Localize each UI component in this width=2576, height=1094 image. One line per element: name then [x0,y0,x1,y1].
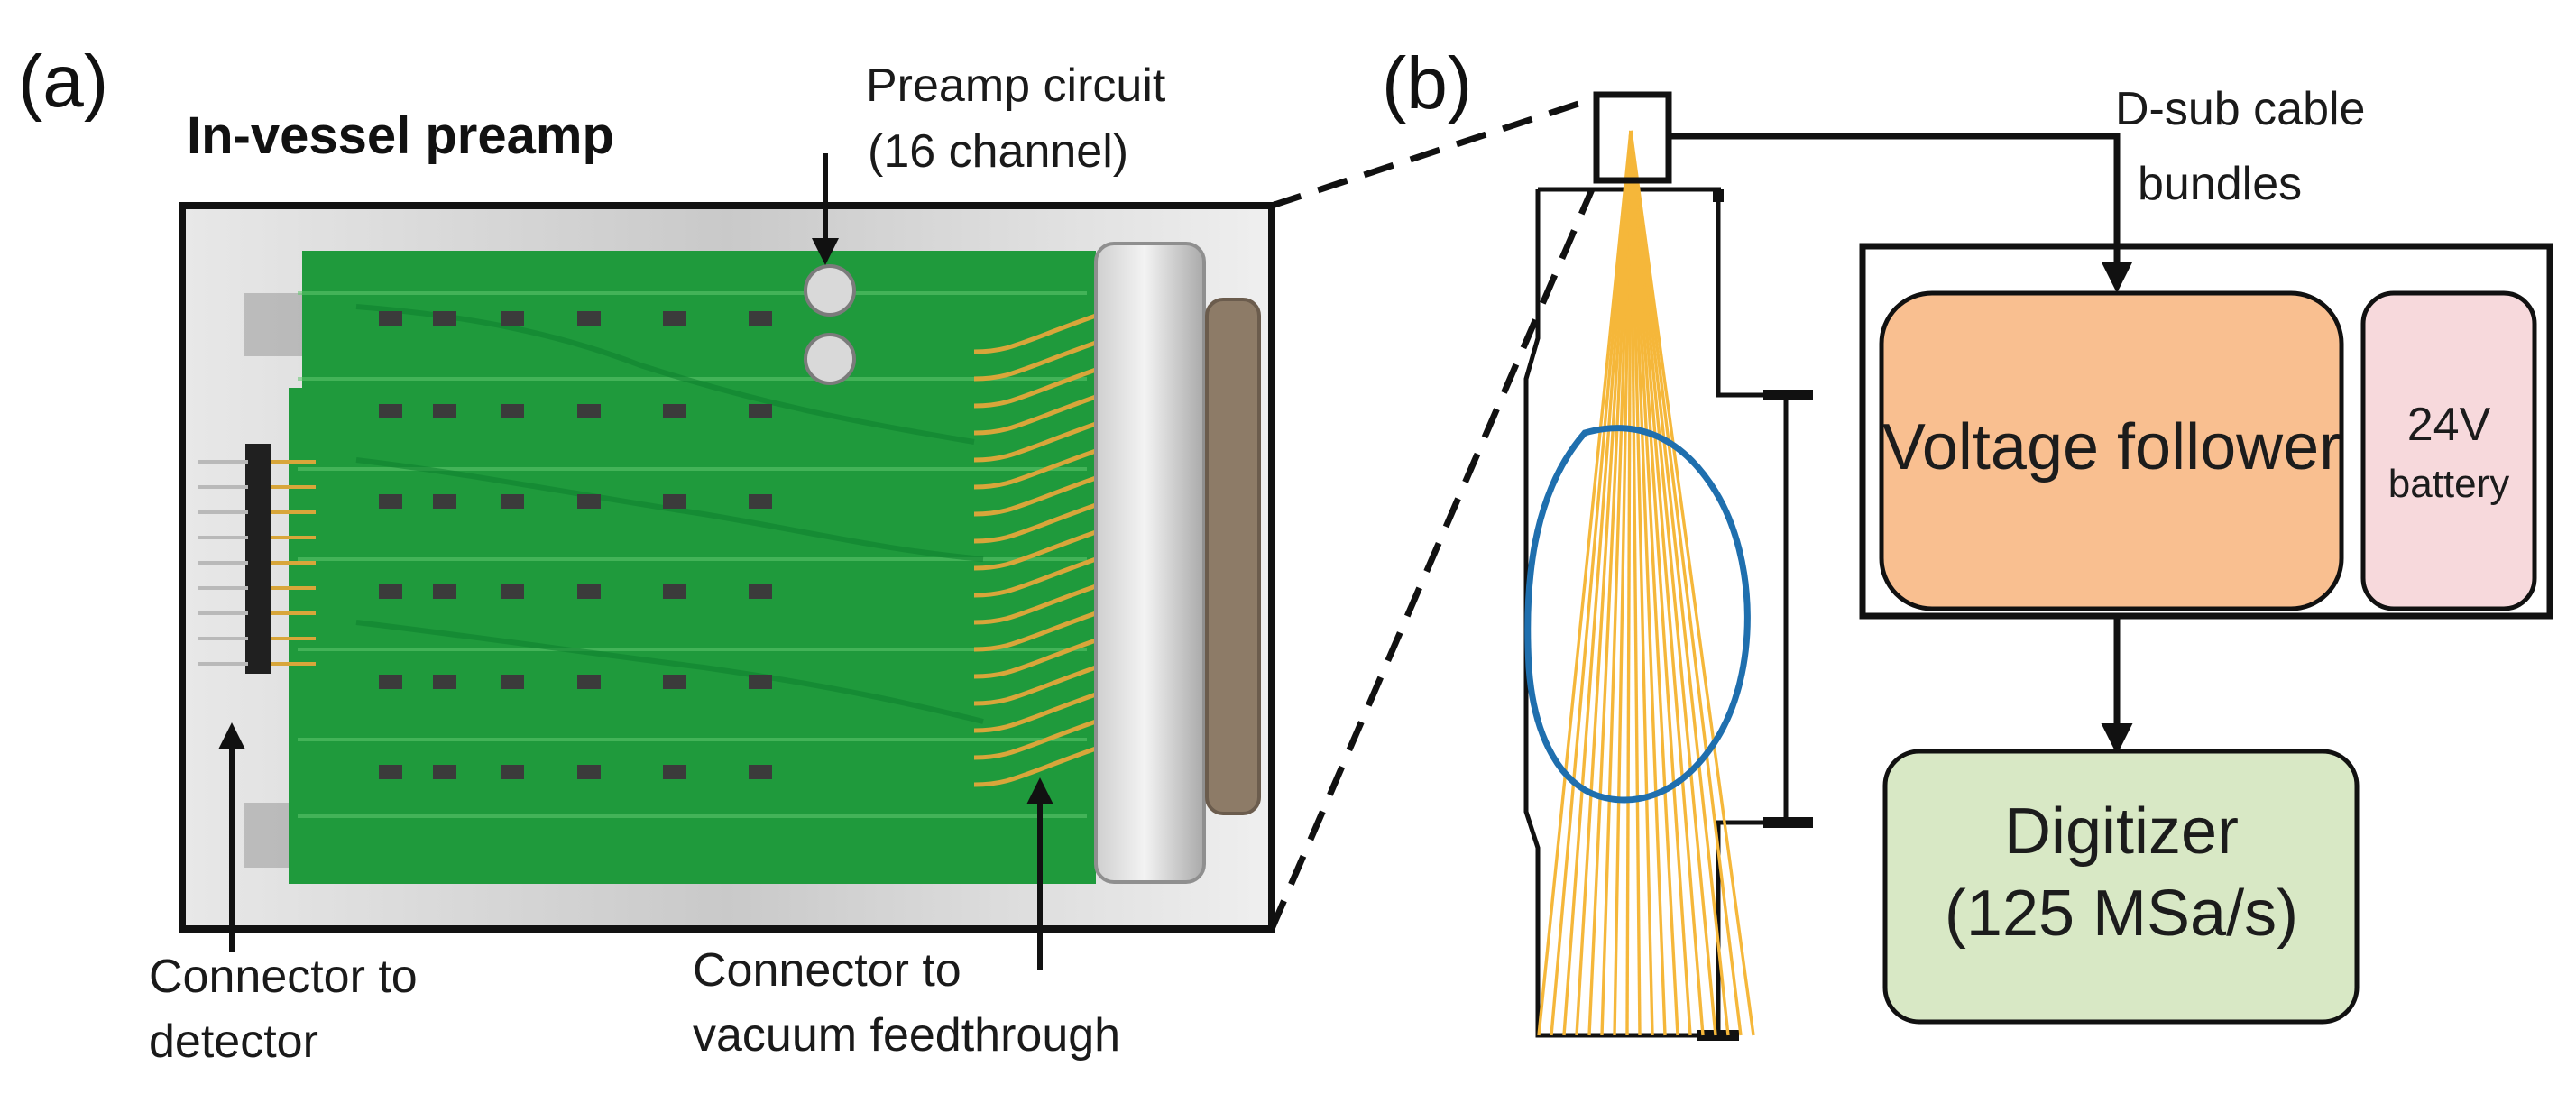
panel-b-label: (b) [1382,42,1472,124]
voltage-follower-enclosure [1859,243,2553,620]
preamp-label-line2: (16 channel) [868,125,1128,178]
feedthrough-label-line1: Connector to [693,944,961,997]
cable-arrow [1669,133,2133,293]
feedthrough-pins [973,313,1097,787]
battery-label-line1: 24V [2407,399,2491,451]
digitizer-label-line2: (125 MSa/s) [1945,878,2298,950]
detector-pin-header [198,444,316,674]
zoom-lines [1268,96,1596,931]
detector-label-line1: Connector to [149,951,418,1003]
cable-label-line2: bundles [2138,158,2302,210]
sightline-fan [1537,130,1755,1036]
plasma-boundary [1524,425,1751,804]
digitizer-label-line1: Digitizer [2004,795,2239,868]
preamp-capacitors [804,264,856,385]
feedthrough-label-line2: vacuum feedthrough [693,1009,1120,1062]
digitizer-box [1882,749,2360,1025]
component-grid [379,311,772,779]
voltage-follower-label: Voltage follower [1882,411,2341,483]
battery-box [2360,290,2537,611]
panel-a-label: (a) [18,41,108,123]
detector-label-line2: detector [149,1016,318,1068]
voltage-follower-box [1879,290,2344,611]
detector-geometry [1523,187,1813,1041]
dsub-connector [1094,242,1261,884]
pcb-board [198,242,1261,884]
cable-label-line1: D-sub cable [2115,83,2365,135]
preamp-label-line1: Preamp circuit [866,60,1166,112]
preamp-photo [179,202,1275,933]
panel-a-title: In-vessel preamp [187,106,614,165]
battery-label-line2: battery [2388,462,2510,506]
